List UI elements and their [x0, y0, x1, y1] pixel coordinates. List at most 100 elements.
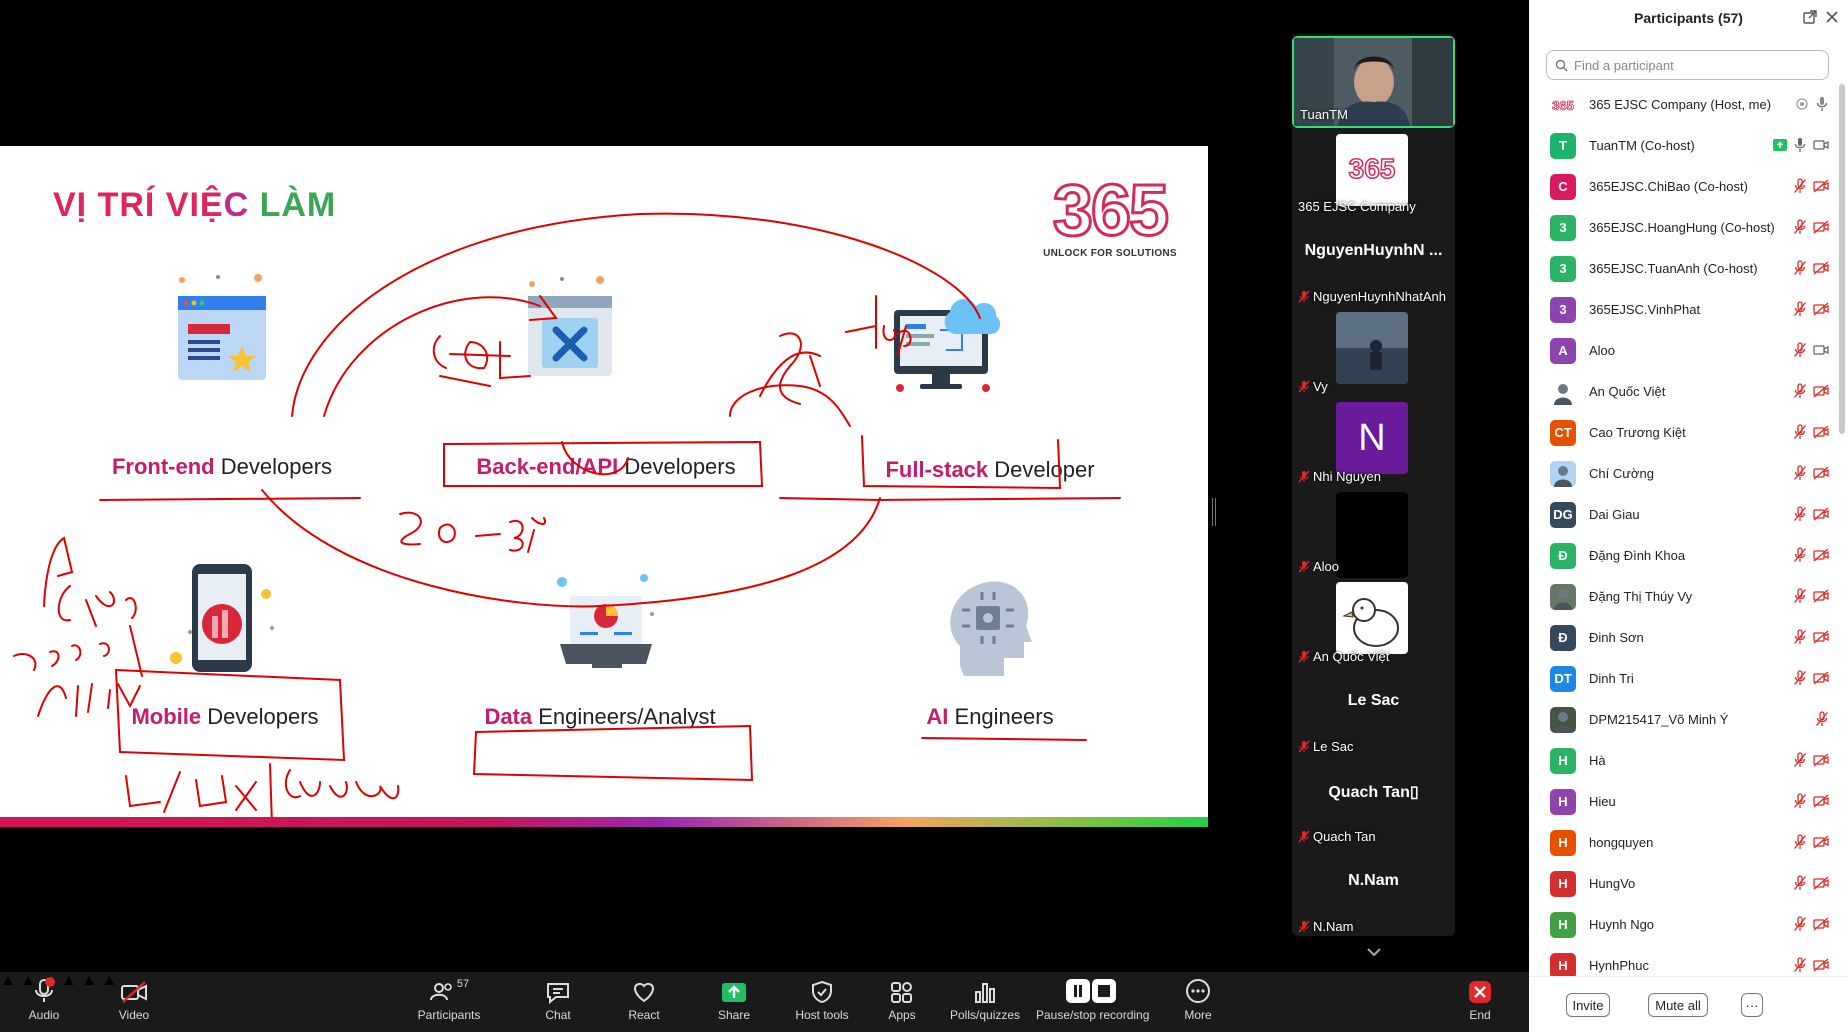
participant-row[interactable]: Chí Cường: [1529, 453, 1837, 494]
video-off-icon[interactable]: [1813, 794, 1829, 808]
muted-mic-icon[interactable]: [1793, 793, 1807, 809]
video-off-icon[interactable]: [1813, 958, 1829, 972]
muted-mic-icon[interactable]: [1793, 383, 1807, 399]
end-button[interactable]: End: [1462, 972, 1498, 1032]
microphone-icon[interactable]: [1793, 137, 1807, 153]
host-tools-button[interactable]: Host tools: [792, 972, 852, 1032]
video-off-icon[interactable]: [1813, 507, 1829, 521]
video-button[interactable]: Video: [112, 972, 156, 1032]
participants-button[interactable]: 57 Participants: [414, 972, 484, 1032]
participants-options-caret[interactable]: ▲: [20, 972, 37, 989]
polls-button[interactable]: Polls/quizzes: [950, 972, 1020, 1032]
recording-button[interactable]: Pause/stop recording: [1036, 972, 1149, 1032]
splitter-handle[interactable]: [1212, 498, 1216, 526]
apps-button[interactable]: Apps: [880, 972, 924, 1032]
video-off-icon[interactable]: [1813, 835, 1829, 849]
muted-mic-icon[interactable]: [1793, 342, 1807, 358]
video-tile-active-speaker[interactable]: TuanTM: [1292, 36, 1455, 128]
panel-more-button[interactable]: ···: [1741, 993, 1763, 1017]
video-off-icon[interactable]: [1813, 917, 1829, 931]
video-off-icon[interactable]: [1813, 179, 1829, 193]
muted-mic-icon[interactable]: [1793, 547, 1807, 563]
video-off-icon[interactable]: [1813, 261, 1829, 275]
muted-mic-icon[interactable]: [1793, 957, 1807, 973]
video-tile[interactable]: N.Nam N.Nam: [1292, 850, 1455, 936]
video-off-icon[interactable]: [1813, 425, 1829, 439]
video-off-icon[interactable]: [1813, 548, 1829, 562]
video-off-icon[interactable]: [1813, 384, 1829, 398]
video-tile[interactable]: Le Sac Le Sac: [1292, 670, 1455, 758]
video-on-icon[interactable]: [1813, 138, 1829, 152]
participant-row[interactable]: DPM215417_Võ Minh Ý: [1529, 699, 1837, 740]
muted-mic-icon[interactable]: [1793, 506, 1807, 522]
video-tile[interactable]: Aloo: [1292, 490, 1455, 578]
muted-mic-icon[interactable]: [1793, 465, 1807, 481]
video-off-icon[interactable]: [1813, 753, 1829, 767]
muted-mic-icon[interactable]: [1793, 916, 1807, 932]
video-off-icon[interactable]: [1813, 630, 1829, 644]
audio-options-caret[interactable]: ▲: [0, 972, 16, 989]
muted-mic-icon[interactable]: [1793, 629, 1807, 645]
video-off-icon[interactable]: [1813, 302, 1829, 316]
participant-row[interactable]: An Quốc Việt: [1529, 371, 1837, 412]
muted-mic-icon[interactable]: [1793, 834, 1807, 850]
video-tile[interactable]: An Quốc Việt: [1292, 580, 1455, 668]
participant-row[interactable]: Đặng Thị Thúy Vy: [1529, 576, 1837, 617]
muted-mic-icon[interactable]: [1793, 424, 1807, 440]
muted-mic-icon[interactable]: [1815, 711, 1829, 727]
video-tile-host[interactable]: 365 365 EJSC Company: [1292, 130, 1455, 218]
muted-mic-icon[interactable]: [1793, 875, 1807, 891]
popout-icon[interactable]: [1802, 9, 1818, 25]
participant-list-scrollbar[interactable]: [1839, 84, 1845, 434]
video-off-icon[interactable]: [1813, 589, 1829, 603]
muted-mic-icon[interactable]: [1793, 219, 1807, 235]
close-icon[interactable]: [1824, 9, 1840, 25]
react-options-caret[interactable]: ▲: [60, 972, 77, 989]
muted-mic-icon[interactable]: [1793, 588, 1807, 604]
video-on-icon[interactable]: [1813, 343, 1829, 357]
audio-button[interactable]: Audio: [22, 972, 66, 1032]
apps-options-caret[interactable]: ▲: [101, 972, 118, 989]
search-input[interactable]: [1574, 57, 1814, 73]
microphone-icon[interactable]: [1815, 96, 1829, 112]
invite-button[interactable]: Invite: [1566, 993, 1610, 1017]
video-tile[interactable]: NguyenHuynhN ... NguyenHuynhNhatAnh: [1292, 220, 1455, 308]
video-tile[interactable]: Vy: [1292, 310, 1455, 398]
muted-mic-icon[interactable]: [1793, 260, 1807, 276]
video-off-icon[interactable]: [1813, 220, 1829, 234]
muted-mic-icon[interactable]: [1793, 752, 1807, 768]
video-tile[interactable]: N Nhi Nguyen: [1292, 400, 1455, 488]
video-off-icon[interactable]: [1813, 466, 1829, 480]
video-off-icon[interactable]: [1813, 876, 1829, 890]
more-button[interactable]: More: [1178, 972, 1218, 1032]
muted-mic-icon[interactable]: [1793, 301, 1807, 317]
react-button[interactable]: React: [622, 972, 666, 1032]
chat-button[interactable]: Chat: [538, 972, 578, 1032]
video-off-icon[interactable]: [1813, 671, 1829, 685]
participant-search[interactable]: [1546, 50, 1829, 80]
mute-all-button[interactable]: Mute all: [1648, 993, 1708, 1017]
muted-mic-icon[interactable]: [1793, 670, 1807, 686]
muted-mic-icon[interactable]: [1793, 178, 1807, 194]
share-options-caret[interactable]: ▲: [81, 972, 98, 989]
chevron-down-icon[interactable]: [1364, 944, 1384, 960]
share-button[interactable]: Share: [712, 972, 756, 1032]
